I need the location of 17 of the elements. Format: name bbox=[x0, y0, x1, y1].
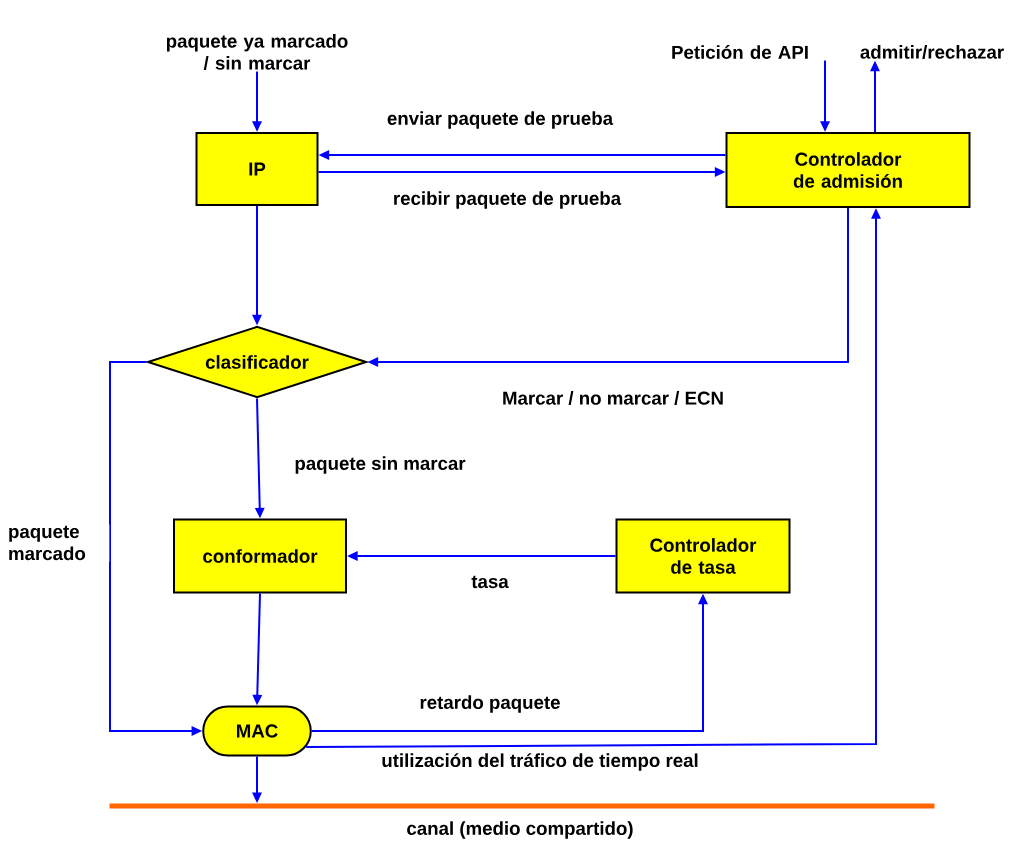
edge-label: utilización del tráfico de tiempo real bbox=[382, 753, 698, 771]
edge-label: Marcar / no marcar / ECN bbox=[503, 391, 723, 405]
output-label: admitir/rechazar bbox=[860, 45, 1004, 59]
input-label: paquete ya marcado / sin marcar bbox=[166, 34, 348, 70]
process-box: conformador bbox=[173, 518, 347, 594]
input-label: Petición de API bbox=[672, 45, 808, 59]
edge-label: paquete marcado bbox=[9, 525, 86, 561]
process-box: IP bbox=[195, 132, 319, 206]
edge-label: tasa bbox=[471, 575, 509, 589]
edge-label: recibir paquete de prueba bbox=[394, 191, 622, 209]
process-box: Controlador de admisión bbox=[725, 132, 971, 208]
edge-label: enviar paquete de prueba bbox=[387, 111, 614, 129]
edge-label: paquete sin marcar bbox=[295, 456, 466, 474]
channel-label: canal (medio compartido) bbox=[407, 821, 633, 839]
terminal-box: MAC bbox=[202, 705, 312, 757]
process-box: Controlador de tasa bbox=[615, 518, 791, 594]
edge-label: retardo paquete bbox=[420, 695, 560, 713]
